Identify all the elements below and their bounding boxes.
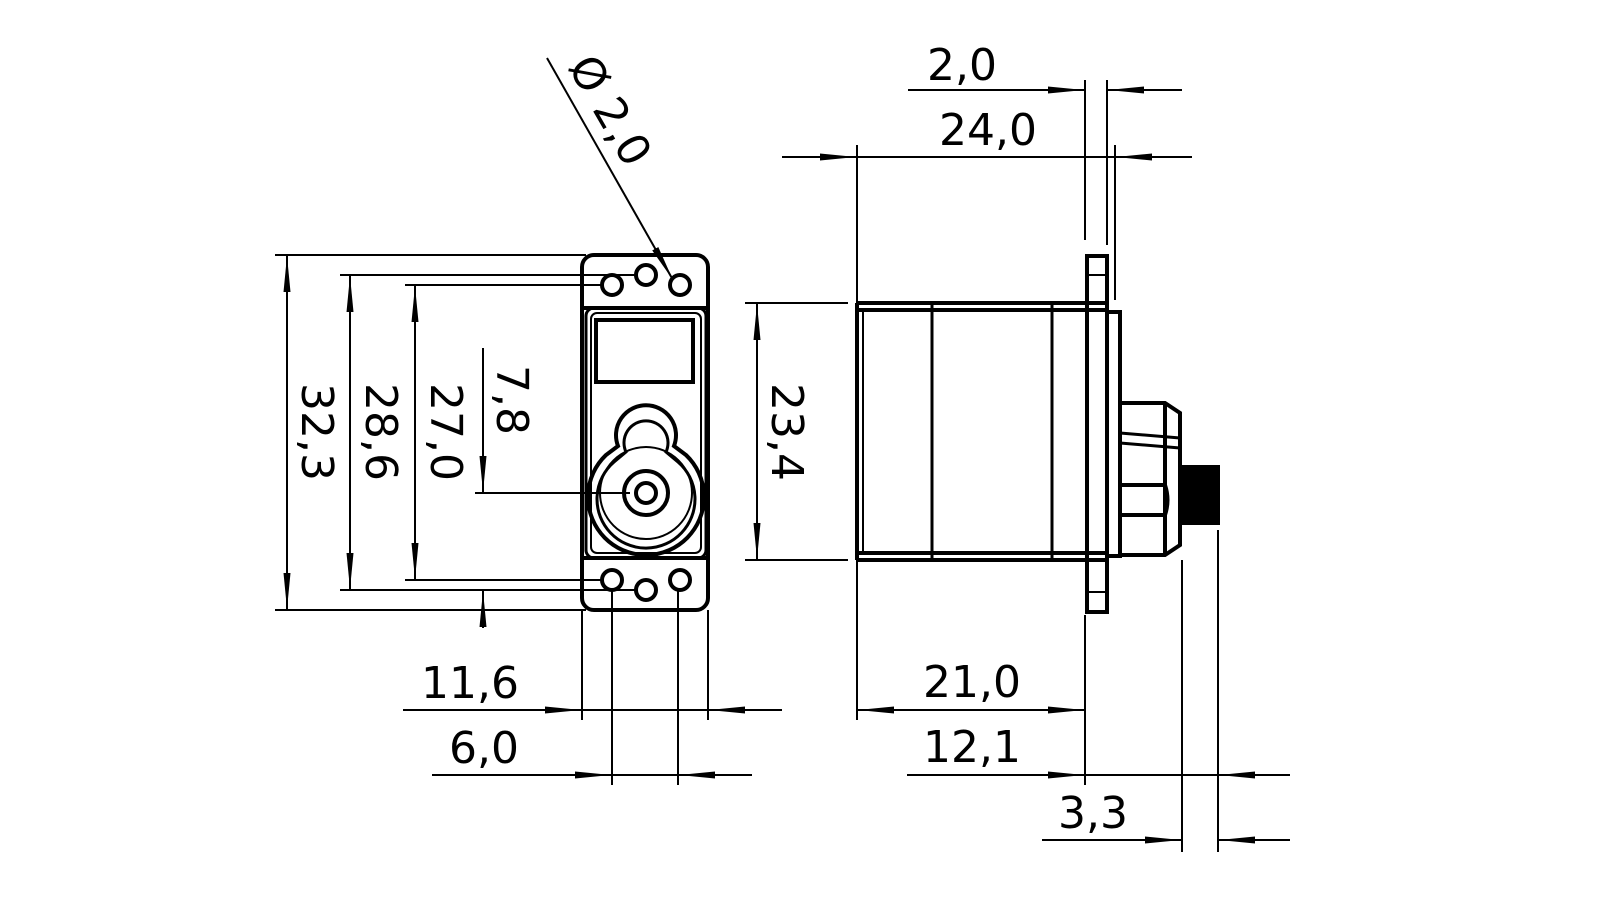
gear-cover: [1105, 310, 1122, 558]
servo-horn: [586, 403, 706, 557]
front-body-inner: [590, 312, 702, 554]
dim-body-length: 21,0: [923, 657, 1021, 708]
dim-total-length: 24,0: [939, 105, 1037, 156]
dim-body-height: 23,4: [761, 383, 812, 481]
side-body-edges: [857, 301, 1107, 562]
side-dimension-lines: [745, 80, 1290, 852]
dim-overall-height: 32,3: [291, 383, 342, 481]
dim-hole-diameter: Ø 2,0: [558, 47, 661, 175]
side-dimension-labels: 23,4 2,0 24,0 21,0 12,1 3,3: [761, 40, 1128, 839]
dim-inner-hole-spacing: 27,0: [420, 383, 471, 481]
front-dimension-labels: 32,3 28,6 27,0 7,8 Ø 2,0 11,6 6,0: [291, 47, 661, 774]
dim-flange-to-shaft: 12,1: [923, 722, 1021, 773]
side-view: [855, 254, 1220, 614]
output-shaft: [1180, 465, 1220, 525]
dim-width: 11,6: [421, 658, 519, 709]
front-outline: [580, 253, 710, 612]
dim-outer-hole-spacing: 28,6: [355, 383, 406, 481]
dim-shaft-offset: 7,8: [486, 365, 537, 435]
horn-side: [1119, 401, 1182, 557]
front-dimension-lines: [275, 57, 782, 785]
dim-hole-row-spacing: 6,0: [449, 723, 519, 774]
front-body: [584, 306, 708, 560]
dim-flange-thickness: 2,0: [927, 40, 997, 91]
front-view: [580, 253, 710, 612]
label-window: [594, 318, 695, 384]
dim-shaft-length: 3,3: [1058, 788, 1128, 839]
